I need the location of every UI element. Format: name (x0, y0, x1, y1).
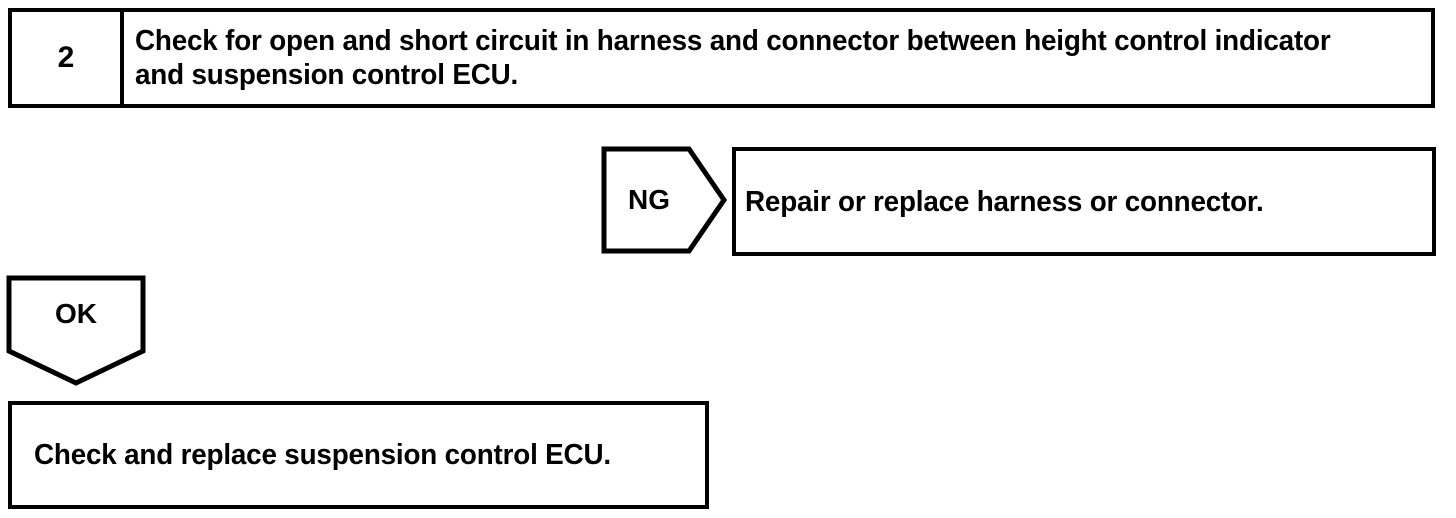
ok-branch-arrow (6, 275, 146, 387)
step-number-cell: 2 (12, 12, 124, 104)
ok-arrow-shape (6, 275, 146, 386)
ng-chevron-shape (601, 146, 727, 254)
ng-branch-chevron (601, 146, 727, 254)
ok-result-text: Check and replace suspension control ECU… (34, 439, 611, 471)
step-instruction-text: Check for open and short circuit in harn… (135, 25, 1331, 91)
ng-branch-label: NG (628, 184, 670, 215)
ok-branch-label: OK (55, 298, 97, 329)
ok-result-box: Check and replace suspension control ECU… (8, 401, 709, 509)
step-box: 2 Check for open and short circuit in ha… (8, 8, 1435, 108)
step-instruction-cell: Check for open and short circuit in harn… (124, 12, 1431, 104)
ng-result-text: Repair or replace harness or connector. (745, 185, 1264, 218)
ng-result-box: Repair or replace harness or connector. (732, 147, 1436, 256)
step-number: 2 (57, 41, 75, 74)
